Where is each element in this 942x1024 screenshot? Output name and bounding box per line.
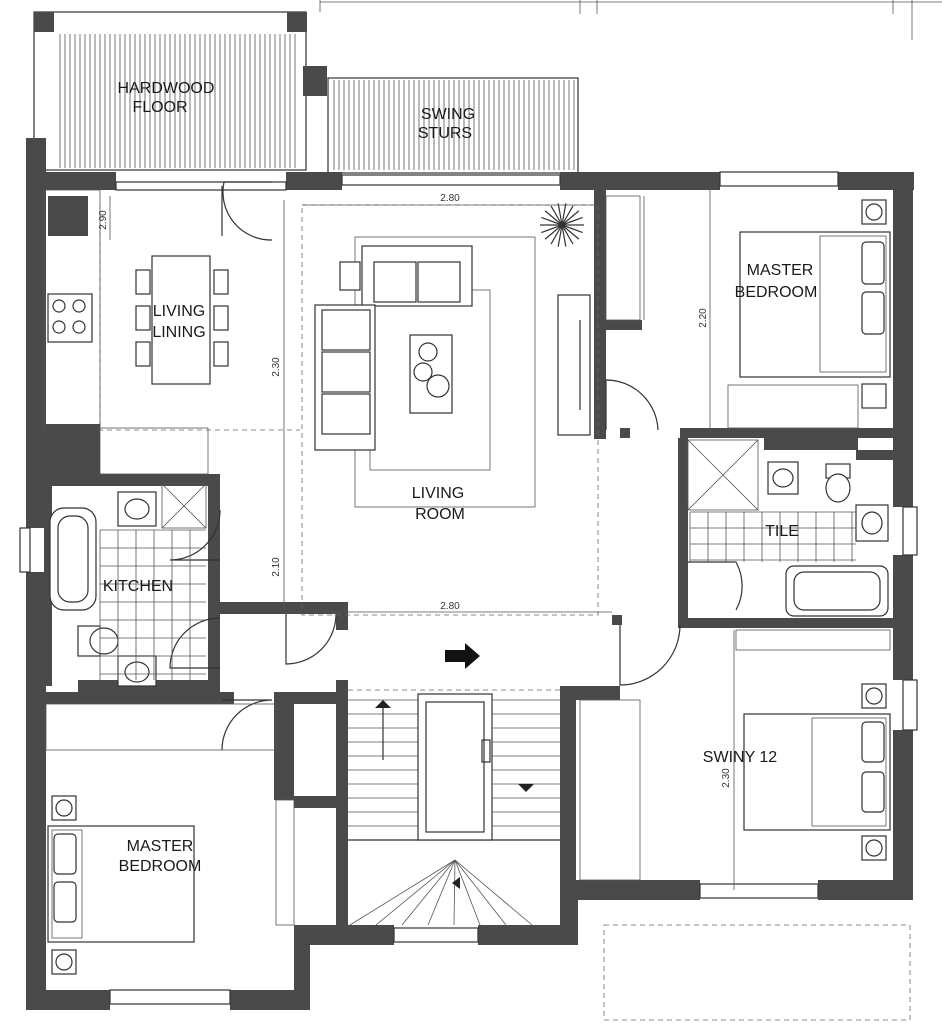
master-bedroom-bottom-furniture xyxy=(45,703,295,975)
balcony-label-line1: SWING xyxy=(421,106,475,123)
dim-living-side-lower: 2.10 xyxy=(271,557,282,577)
doors xyxy=(169,181,743,751)
swiny-label: SWINY 12 xyxy=(703,749,778,766)
bath-fixtures-right xyxy=(687,439,889,617)
dim-swiny-side: 2.30 xyxy=(721,768,732,788)
swing-balcony xyxy=(327,77,579,174)
living-lining-label-line2: LINING xyxy=(152,324,205,341)
master-bedroom-bottom-label-line2: BEDROOM xyxy=(119,858,202,875)
dim-kitchen-side: 2.90 xyxy=(98,210,109,230)
dim-master-side: 2.20 xyxy=(698,308,709,328)
dim-living-top: 2.80 xyxy=(440,193,460,204)
master-bedroom-top-label-line1: MASTER xyxy=(747,262,814,279)
kitchen-label: KITCHEN xyxy=(103,578,173,595)
master-bedroom-top-label-line2: BEDROOM xyxy=(735,284,818,301)
balcony-label-line2: STURS xyxy=(418,125,472,142)
dimension-labels: 2.80 2.80 2.90 2.20 2.30 2.10 2.30 xyxy=(98,193,732,788)
outer-walls xyxy=(26,138,914,1010)
dimension-lines xyxy=(109,190,735,890)
hardwood-deck xyxy=(33,11,327,171)
living-furniture xyxy=(314,203,591,508)
room-labels: HARDWOOD FLOOR SWING STURS LIVING LINING… xyxy=(103,80,817,875)
staircase xyxy=(348,643,560,926)
swiny-bedroom-furniture xyxy=(579,629,891,881)
living-room-label-line2: ROOM xyxy=(415,506,465,523)
bath-fixtures-left xyxy=(49,483,207,687)
dining-area xyxy=(43,189,229,475)
living-room-label-line1: LIVING xyxy=(412,485,464,502)
top-dimension-line xyxy=(319,0,942,40)
deck-label-line1: HARDWOOD xyxy=(118,80,215,97)
master-bedroom-bottom-label-line1: MASTER xyxy=(127,838,194,855)
tile-label: TILE xyxy=(765,523,799,540)
dim-living-middle: 2.80 xyxy=(440,601,460,612)
living-lining-label-line1: LIVING xyxy=(153,303,205,320)
deck-label-line2: FLOOR xyxy=(132,99,187,116)
entrance-arrow-icon xyxy=(445,643,480,669)
dim-living-side-upper: 2.30 xyxy=(271,357,282,377)
windows xyxy=(19,171,918,1005)
master-bedroom-top-furniture xyxy=(605,195,891,429)
interior-walls xyxy=(44,190,893,936)
